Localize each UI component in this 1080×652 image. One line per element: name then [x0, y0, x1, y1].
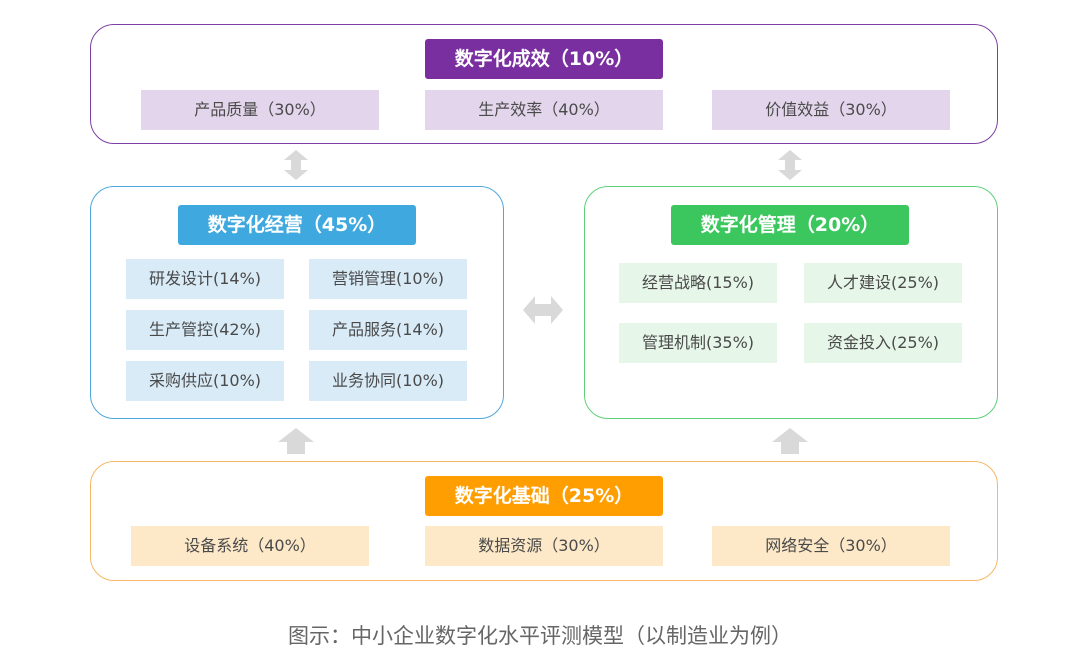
operations-panel — [90, 186, 504, 419]
operations-title: 数字化经营（45%） — [178, 205, 416, 245]
double-arrow-horizontal-icon — [523, 296, 563, 324]
double-arrow-vertical-right-icon — [778, 150, 802, 180]
management-item-talent: 人才建设(25%) — [804, 263, 962, 303]
management-item-funding: 资金投入(25%) — [804, 323, 962, 363]
outcome-title: 数字化成效（10%） — [425, 39, 663, 79]
figure-caption: 图示：中小企业数字化水平评测模型（以制造业为例） — [288, 624, 792, 648]
foundation-item-security: 网络安全（30%） — [712, 526, 950, 566]
outcome-panel — [90, 24, 998, 144]
outcome-item-quality: 产品质量（30%） — [141, 90, 379, 130]
operations-item-marketing: 营销管理(10%) — [309, 259, 467, 299]
foundation-title: 数字化基础（25%） — [425, 476, 663, 516]
management-title: 数字化管理（20%） — [671, 205, 909, 245]
foundation-panel — [90, 461, 998, 581]
outcome-item-efficiency: 生产效率（40%） — [425, 90, 663, 130]
operations-item-collaboration: 业务协同(10%) — [309, 361, 467, 401]
foundation-item-data: 数据资源（30%） — [425, 526, 663, 566]
up-arrow-right-icon — [772, 428, 808, 454]
outcome-item-value: 价值效益（30%） — [712, 90, 950, 130]
management-panel — [584, 186, 998, 419]
management-item-mechanism: 管理机制(35%) — [619, 323, 777, 363]
management-item-strategy: 经营战略(15%) — [619, 263, 777, 303]
operations-item-product-service: 产品服务(14%) — [309, 310, 467, 350]
operations-item-production-control: 生产管控(42%) — [126, 310, 284, 350]
up-arrow-left-icon — [278, 428, 314, 454]
operations-item-rd-design: 研发设计(14%) — [126, 259, 284, 299]
foundation-item-equipment: 设备系统（40%） — [131, 526, 369, 566]
double-arrow-vertical-left-icon — [284, 150, 308, 180]
operations-item-procurement: 采购供应(10%) — [126, 361, 284, 401]
